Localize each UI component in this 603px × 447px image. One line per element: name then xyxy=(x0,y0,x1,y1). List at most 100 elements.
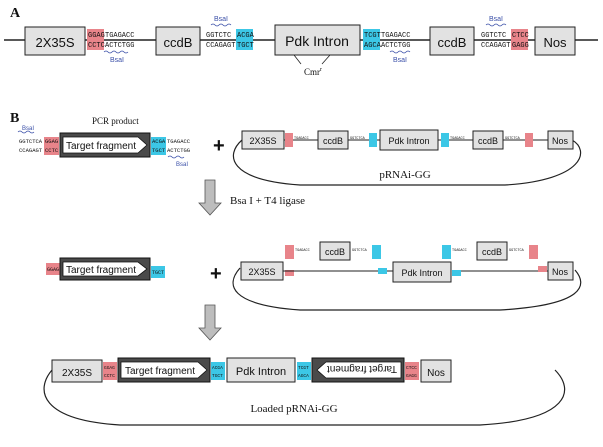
panel-a-bsai-label-1: BsaI xyxy=(110,57,124,64)
loaded-red-2 xyxy=(405,362,419,380)
released-ccdb-2 xyxy=(476,241,508,261)
loaded-target-label-2: Target fragment xyxy=(327,363,397,374)
digest-target-arrow xyxy=(62,261,148,277)
panel-a-2x35s-box xyxy=(24,26,86,56)
pcr-target-arrow xyxy=(62,136,148,154)
plasmid-top-ccdb-2-label: ccdB xyxy=(478,136,498,146)
digest-seq-tgct: TGCT xyxy=(152,270,164,276)
pcr-bsai-label-left: BsaI xyxy=(22,126,34,132)
ligation-arrow-2 xyxy=(198,304,222,341)
loaded-red-1 xyxy=(103,362,117,380)
plasmid-digest-pdk xyxy=(392,261,452,283)
digest-seq-ggag: GGAG xyxy=(47,267,59,273)
panel-a-seq-cctc-tail: ACTCTGG xyxy=(105,42,134,50)
loaded-target-arrow-1 xyxy=(120,361,208,379)
plus-sign-2: + xyxy=(210,263,222,285)
loaded-seq-agca: AGCA xyxy=(298,373,309,379)
loaded-plasmid-loop xyxy=(43,369,566,426)
plasmid-digest-blue-small-2 xyxy=(452,270,461,276)
panel-a-seq-tgagacc: TGAGACC xyxy=(381,32,410,40)
released-ccdb-1 xyxy=(319,241,351,261)
plasmid-digest-blue-small-1 xyxy=(378,268,387,274)
plasmid-digest-nos-label: Nos xyxy=(552,267,569,277)
loaded-nos xyxy=(420,359,452,383)
released-red-1 xyxy=(285,245,294,259)
panel-a-bsai-wave-2 xyxy=(210,23,232,27)
loaded-seq-tgct: TGCT xyxy=(212,373,223,379)
panel-a-ccdb-box-right xyxy=(429,26,475,56)
released-seq-2: GGTCTCA xyxy=(352,249,368,253)
panel-a-ctcc-highlight xyxy=(511,29,528,50)
panel-a-seq-ctcc: CTCC xyxy=(512,32,529,40)
loaded-blue-2 xyxy=(297,362,311,380)
released-seq-1: TGAGACC xyxy=(295,249,310,253)
pcr-ggag-highlight xyxy=(44,137,59,155)
pcr-target-label: Target fragment xyxy=(66,141,136,152)
panel-a-nos-label: Nos xyxy=(543,35,567,50)
released-red-2 xyxy=(529,245,538,259)
plasmid-top-seq-3: TGAGACC xyxy=(450,137,465,141)
loaded-pdk xyxy=(226,357,296,383)
pcr-product-label: PCR product xyxy=(92,116,139,126)
panel-b-label: B xyxy=(10,111,19,126)
plasmid-digest-pdk-label: Pdk Intron xyxy=(401,268,442,278)
reaction-label: Bsa I + T4 ligase xyxy=(230,195,305,207)
panel-a-nos-box xyxy=(534,26,576,56)
plasmid-top-ccdb-1 xyxy=(317,130,349,150)
released-blue-1 xyxy=(372,245,381,259)
panel-a-seq-ggag-tail: TGAGACC xyxy=(105,32,134,40)
plasmid-digest-2x35s-label: 2X35S xyxy=(248,267,275,277)
pcr-seq-acga: ACGA xyxy=(152,138,166,145)
digest-tgct-highlight xyxy=(151,266,165,278)
loaded-seq-acga: ACGA xyxy=(212,365,223,371)
panel-a-seq-ccagagt2: CCAGAGT xyxy=(481,42,510,50)
loaded-seq-tcgt: TCGT xyxy=(298,365,309,371)
panel-a-bsai-wave-4 xyxy=(485,23,507,27)
released-seq-3: TGAGACC xyxy=(452,249,467,253)
plasmid-digest-red-small-2 xyxy=(538,266,547,272)
loaded-2x35s xyxy=(51,359,103,383)
pcr-bsai-wave-right xyxy=(167,155,185,159)
panel-a-cmr-tick-left xyxy=(293,54,302,65)
loaded-seq-ctcc: CTCC xyxy=(406,365,417,371)
panel-a-pdk-intron-label: Pdk Intron xyxy=(285,33,349,49)
loaded-seq-cctc: CCTC xyxy=(104,373,115,379)
plasmid-top-red-1 xyxy=(285,133,293,147)
plasmid-top-seq-1: TGAGACC xyxy=(294,137,309,141)
panel-a-2x35s-label: 2X35S xyxy=(35,35,74,50)
loaded-nos-label: Nos xyxy=(427,368,445,379)
loaded-2x35s-label: 2X35S xyxy=(62,368,92,379)
pcr-seq-bottom-right: ACTCTGG xyxy=(167,147,190,154)
released-ccdb-1-label: ccdB xyxy=(325,247,345,257)
panel-a-bsai-wave-3 xyxy=(389,50,411,54)
plasmid-top-seq-4: GGTCTCA xyxy=(505,137,521,141)
panel-a-ccdb-label-right: ccdB xyxy=(438,35,467,50)
panel-a-seq-ggtctc2: GGTCTC xyxy=(481,32,506,40)
panel-a-cmr-superscript: r xyxy=(320,67,322,73)
pcr-seq-bottom-left: CCAGAGT xyxy=(19,147,43,154)
panel-a-ccdb-label-left: ccdB xyxy=(164,35,193,50)
panel-a-cmr-tick-right xyxy=(321,54,331,65)
pcr-seq-cctc: CCTC xyxy=(45,147,59,154)
panel-a-seq-ccagag: CCAGAGT xyxy=(206,42,235,50)
panel-a-label: A xyxy=(10,6,21,21)
panel-a-tcgt-highlight xyxy=(363,29,380,50)
panel-a-ggag-highlight xyxy=(87,29,104,50)
loaded-plasmid-name: Loaded pRNAi-GG xyxy=(250,403,337,415)
pcr-bsai-wave-left xyxy=(17,130,35,134)
pcr-acga-highlight xyxy=(151,137,166,155)
plasmid-digest-loop xyxy=(232,267,582,311)
pcr-seq-top-right: TGAGACC xyxy=(167,138,191,145)
plasmid-digest-nos xyxy=(547,261,574,281)
plasmid-top-seq-2: GGTCTCA xyxy=(350,137,366,141)
loaded-target-arrow-2 xyxy=(316,361,402,379)
panel-a-seq-cctc: CCTC xyxy=(88,42,105,50)
plasmid-top-pdk xyxy=(379,129,439,151)
panel-a-seq-ggtctc: GGTCTC xyxy=(206,32,231,40)
plasmid-top-pdk-label: Pdk Intron xyxy=(388,136,429,146)
panel-a-seq-ggag: GGAG xyxy=(88,32,105,40)
plasmid-top-blue-2 xyxy=(441,133,449,147)
panel-a-acga-highlight xyxy=(236,29,253,50)
panel-a-bsai-label-4: BsaI xyxy=(489,16,503,23)
loaded-blue-1 xyxy=(211,362,225,380)
